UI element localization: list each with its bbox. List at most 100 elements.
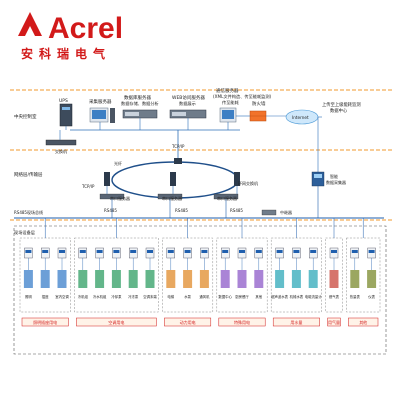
acquisition-server: 采集服务器 — [89, 98, 115, 123]
load-device-icon — [111, 270, 121, 288]
web-server-label: WEB访问服务器 — [172, 94, 205, 101]
device-label: 水泵 — [184, 294, 191, 299]
meter-screen-icon — [331, 250, 337, 253]
meter-screen-icon — [96, 250, 103, 253]
load-device-icon — [329, 270, 339, 288]
smart-collector-label: 智能 — [330, 173, 338, 179]
field-group-name: 其他 — [359, 319, 367, 325]
load-device-icon — [254, 270, 264, 288]
meter-screen-icon — [42, 250, 49, 253]
ups-device: UPS — [59, 98, 73, 127]
load-device-icon — [145, 270, 155, 288]
fiber-ring-label: 光纤 — [114, 160, 122, 166]
device-label: 电磁流量计 — [305, 294, 323, 299]
web-server-sub: 数据展示 — [179, 100, 196, 107]
serial-server-1-rs485: RS485 — [104, 208, 117, 213]
meter-screen-icon — [293, 250, 300, 253]
ring-switch-bottom — [170, 172, 176, 186]
meter-screen-icon — [368, 250, 375, 253]
logo-text: Acrel — [48, 12, 123, 45]
field-group-name-box — [327, 317, 341, 327]
field-group-2: 电梯水泵通风机动力用电 — [162, 218, 214, 327]
field-group-name-box — [218, 317, 266, 327]
load-device-icon — [308, 270, 318, 288]
field-group-name: 特殊用电 — [234, 319, 250, 325]
database-server-sub: 数据存储、数据分析 — [121, 100, 159, 107]
upload-label-2: 数据中心 — [330, 107, 348, 114]
field-group-name-box — [272, 317, 320, 327]
layer-label-network: 网络层/传输层 — [14, 171, 43, 178]
serial-server-2: 串口服务器 RS485 — [157, 193, 188, 213]
device-label: 数据中心 — [218, 294, 232, 299]
device-label: 燃气表 — [329, 294, 340, 299]
device-label: 空调末端 — [143, 294, 157, 299]
serial-server-3-label: 串口服务器 — [217, 195, 237, 201]
serial-server-1-label: 串口服务器 — [110, 195, 130, 201]
load-device-icon — [57, 270, 67, 288]
central-tcpip-label: TCP/IP — [171, 144, 185, 149]
load-device-icon — [220, 270, 230, 288]
load-device-icon — [95, 270, 105, 288]
smart-data-collector: 智能 数据采集器 — [311, 171, 346, 187]
meter-screen-icon — [130, 250, 137, 253]
database-server: 数据库服务器 数据存储、数据分析 — [121, 94, 159, 119]
load-device-icon — [350, 270, 360, 288]
field-group-3: 数据中心厨房餐厅其他特殊用电 — [216, 218, 268, 327]
field-group-6: 热量表仪表其他 — [346, 218, 381, 327]
communication-server-sub2: 传至能耗 — [222, 99, 240, 106]
logo-mark-icon — [18, 12, 42, 36]
communication-server: 通信服务器 (XML文件构造、传至能耗监测) 传至能耗 — [213, 87, 272, 123]
meter-screen-icon — [113, 250, 120, 253]
meter-screen-icon — [255, 250, 262, 253]
field-group-0: 照明插座室内空调照明插座用电 — [19, 218, 71, 327]
smart-collector-label-2: 数据采集器 — [326, 179, 346, 185]
meter-screen-icon — [184, 250, 191, 253]
field-group-name: 动力用电 — [180, 319, 196, 325]
load-device-icon — [275, 270, 285, 288]
ring-switch-label: 环网交换机 — [238, 180, 258, 186]
firewall: 防火墙 — [249, 100, 267, 122]
internet-label: Internet — [292, 115, 309, 120]
load-device-icon — [166, 270, 176, 288]
field-group-name: 照明插座用电 — [33, 319, 57, 325]
meter-screen-icon — [59, 250, 65, 253]
layer-label-central: 中央控制室 — [14, 113, 37, 120]
meter-screen-icon — [222, 250, 229, 253]
device-label: 通风机 — [199, 294, 210, 299]
firewall-label: 防火墙 — [252, 100, 266, 107]
load-device-icon — [40, 270, 50, 288]
device-label: 冷机组 — [78, 294, 89, 299]
layer-label-field: 现场设备层 — [14, 229, 35, 236]
device-label: 冷却泵 — [111, 294, 122, 299]
internet-cloud: Internet — [285, 109, 319, 125]
central-switch: 交换机 — [45, 139, 77, 154]
serial-server-2-label: 串口服务器 — [162, 195, 182, 201]
load-device-icon — [78, 270, 88, 288]
communication-server-label: 通信服务器 — [216, 87, 239, 94]
device-label: 室内空调 — [55, 294, 69, 299]
field-group-name-box — [164, 317, 212, 327]
ring-switch-top — [174, 158, 182, 164]
logo-text-chinese: 安科瑞电气 — [21, 46, 111, 61]
ring-switch-right: 环网交换机 — [234, 172, 258, 186]
relay-label: 中继器 — [280, 209, 292, 215]
field-group-name-box — [348, 317, 379, 327]
meter-screen-icon — [310, 250, 317, 253]
relay: 中继器 — [261, 209, 292, 216]
field-group-frame — [346, 237, 381, 313]
device-label: 超声波水表 — [271, 294, 289, 299]
network-tcpip-left: TCP/IP — [81, 184, 95, 189]
layer-label-bus: RS485现场总线 — [14, 209, 43, 215]
device-label: 插座 — [42, 294, 49, 299]
serial-server-2-rs485: RS485 — [175, 208, 188, 213]
communication-server-sub: (XML文件构造、传至能耗监测) — [213, 93, 272, 100]
meter-screen-icon — [167, 250, 174, 253]
load-device-icon — [367, 270, 377, 288]
load-device-icon — [199, 270, 209, 288]
load-device-icon — [183, 270, 193, 288]
load-device-icon — [128, 270, 138, 288]
device-label: 冷水机组 — [93, 294, 107, 299]
device-label: 厨房餐厅 — [235, 294, 249, 299]
